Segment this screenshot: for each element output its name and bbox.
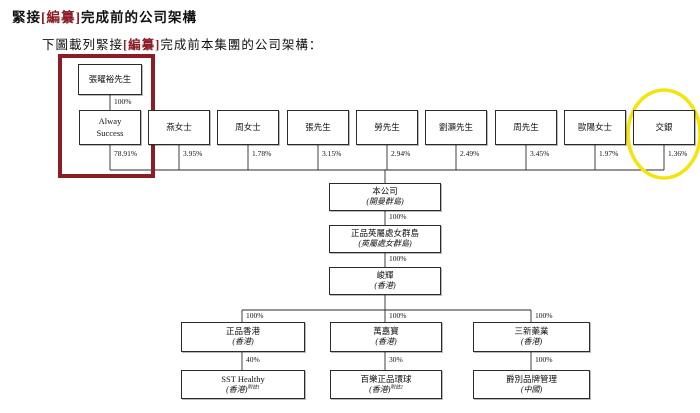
stake-label: 100%: [535, 355, 553, 364]
node-shareholder-yan: 燕女士: [148, 110, 210, 145]
shareholder-name: 歐陽女士: [577, 121, 612, 132]
jurisdiction-text: (香港): [226, 384, 248, 394]
company-name: 萬嘉寶: [373, 326, 399, 337]
node-shareholder-lao: 勞先生: [356, 110, 418, 145]
stake-label: 2.94%: [391, 149, 411, 158]
node-subsidiary-hk-1: 正品香港 (香港): [181, 322, 305, 352]
node-shareholder-zhang: 張先生: [287, 110, 349, 145]
node-alway-success: Alway Success: [79, 110, 141, 145]
shareholder-name: 張先生: [305, 121, 331, 132]
company-jurisdiction: (中國): [521, 385, 542, 395]
stake-label: 100%: [246, 311, 264, 320]
stake-label: 100%: [535, 311, 553, 320]
node-the-company: 本公司 (開曼群島): [329, 183, 441, 211]
jurisdiction-text: (香港): [369, 384, 391, 394]
stake-label: 2.49%: [460, 149, 480, 158]
company-jurisdiction: (香港): [375, 337, 397, 347]
company-name: 峻輝: [376, 270, 394, 281]
stake-label: 40%: [246, 355, 260, 364]
shareholder-name: 燕女士: [166, 121, 192, 132]
page-title: 緊接[編纂]完成前的公司架構: [12, 6, 197, 26]
company-jurisdiction: (香港): [520, 337, 543, 347]
stake-label: 3.45%: [530, 149, 550, 158]
company-jurisdiction: (香港): [374, 281, 396, 291]
stake-label: 30%: [389, 355, 403, 364]
node-bvi-holdco: 正品英屬處女群島 (英屬處女群島): [329, 225, 441, 253]
intro-redacted-text: [編纂]: [123, 38, 161, 52]
shareholder-name: 勞先生: [374, 121, 400, 132]
stake-label: 3.15%: [322, 149, 342, 158]
shareholder-name: 劉灝先生: [438, 121, 473, 132]
stake-label: 1.78%: [252, 149, 272, 158]
title-text-tail: 完成前的公司架構: [81, 10, 197, 25]
stake-label: 1.97%: [599, 149, 619, 158]
intro-sentence: 下圖載列緊接[編纂]完成前本集團的公司架構：: [42, 34, 322, 53]
node-shareholder-ouyang: 歐陽女士: [564, 110, 626, 145]
node-shareholder-liu: 劉灝先生: [425, 110, 487, 145]
connector-lines: [109, 95, 665, 370]
company-jurisdiction: (香港): [232, 337, 254, 347]
shareholder-name: Alway Success: [96, 116, 124, 138]
node-sst-healthy: SST Healthy (香港)附註1: [181, 370, 305, 399]
company-name: 三新藥業: [514, 326, 549, 337]
owner-stake-label: 100%: [114, 97, 132, 106]
node-brand-management-prc: 爵別品牌管理 (中國): [473, 370, 590, 399]
node-subsidiary-hk-2: 萬嘉寶 (香港): [330, 322, 442, 352]
stake-label: 100%: [389, 311, 407, 320]
intro-text-tail: 完成前本集團的公司架構：: [160, 38, 323, 52]
node-hk-intermediate: 峻輝 (香港): [329, 267, 441, 295]
company-name: 百樂正品環球: [360, 373, 412, 384]
intro-text: 下圖載列緊接: [42, 38, 124, 52]
shareholder-name: 周女士: [235, 121, 261, 132]
owner-name: 張曜裕先生: [88, 73, 132, 84]
yellow-highlight-ellipse: [626, 88, 700, 180]
stake-label: 78.91%: [114, 149, 138, 158]
company-name: SST Healthy: [221, 373, 265, 384]
node-shareholder-jiaoyin: 交銀: [633, 110, 695, 145]
title-redacted-text: [編纂]: [41, 10, 81, 25]
stake-label: 100%: [389, 254, 407, 263]
company-name: 正品英屬處女群島: [350, 228, 419, 239]
company-jurisdiction: (英屬處女群島): [358, 239, 412, 249]
node-shareholder-zhou-mr: 周先生: [495, 110, 557, 145]
stake-label: 100%: [389, 212, 407, 221]
node-owner: 張曜裕先生: [78, 64, 142, 95]
company-jurisdiction: (香港)附註1: [226, 385, 260, 395]
jurisdiction-text: (中國): [520, 384, 543, 394]
shareholder-name: 周先生: [513, 121, 539, 132]
node-subsidiary-hk-3: 三新藥業 (香港): [473, 322, 590, 352]
stake-label: 3.95%: [183, 149, 203, 158]
node-bailezhengpin-global: 百樂正品環球 (香港)附註2: [330, 370, 442, 399]
note-superscript: 附註2: [390, 385, 403, 391]
shareholder-name: 交銀: [655, 121, 673, 132]
note-superscript: 附註1: [247, 385, 260, 391]
company-name: 爵別品牌管理: [505, 373, 557, 384]
company-name: 本公司: [372, 186, 398, 197]
company-name: 正品香港: [225, 326, 260, 337]
title-text: 緊接: [12, 10, 41, 25]
node-shareholder-zhou-ms: 周女士: [217, 110, 279, 145]
stake-label: 1.36%: [668, 149, 688, 158]
company-jurisdiction: (開曼群島): [366, 197, 404, 207]
company-jurisdiction: (香港)附註2: [369, 385, 403, 395]
